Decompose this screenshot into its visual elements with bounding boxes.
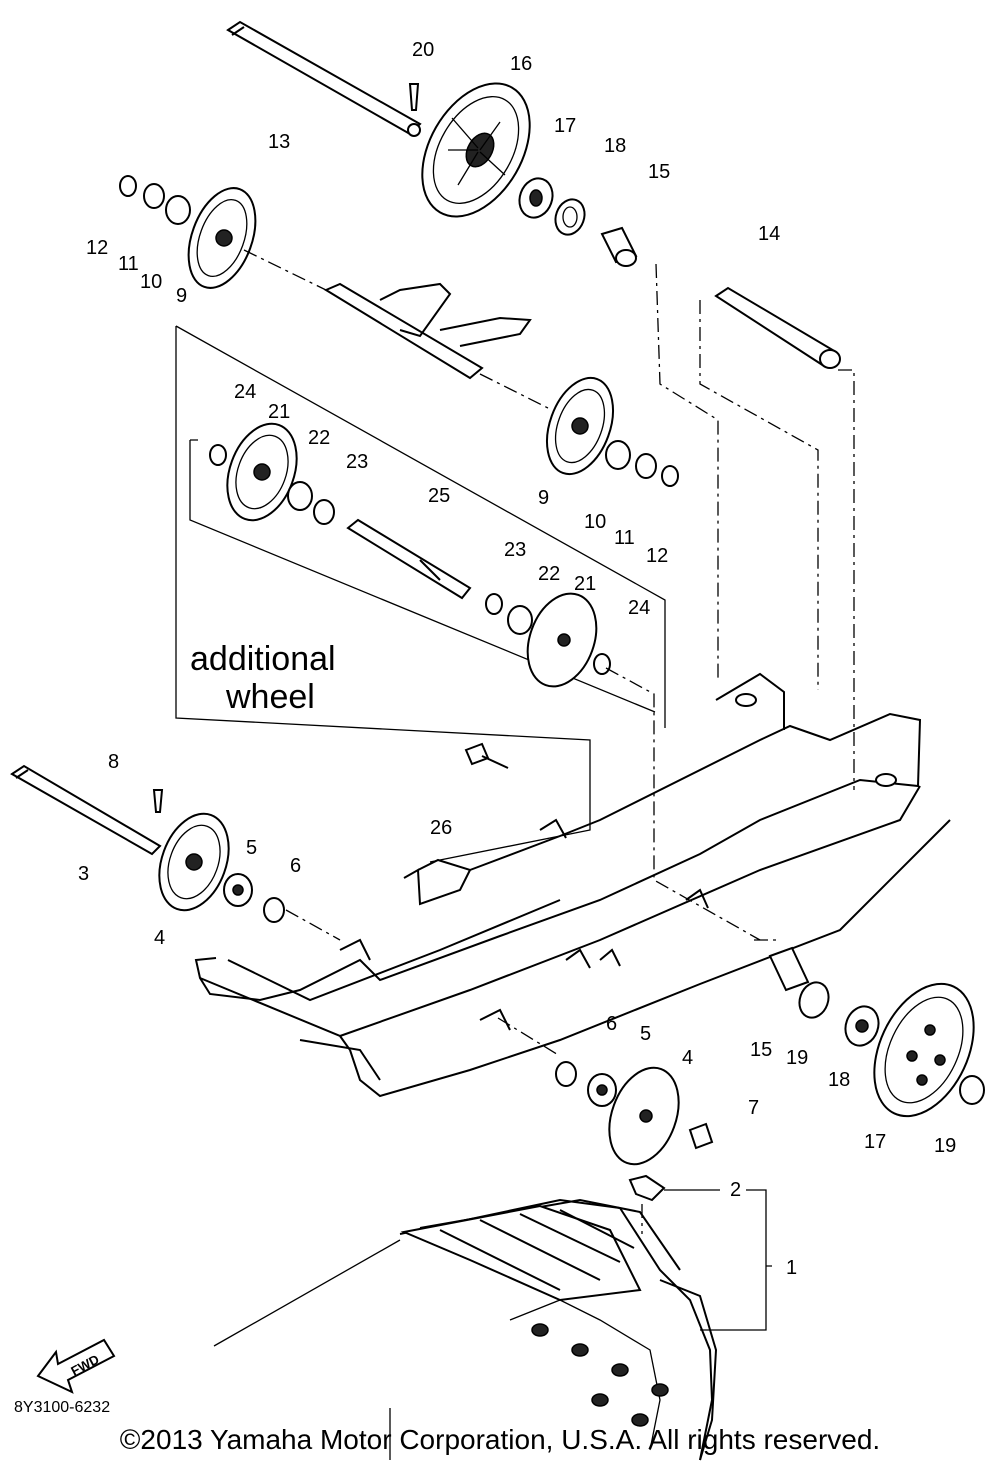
callout-4-left: 4 [154,927,165,949]
callout-23-right: 23 [504,539,526,561]
wheel-group-lower-left [158,812,285,923]
wheel-group-lower-right [555,1061,714,1166]
idler-wheel-large-top [421,82,531,218]
callout-21-right: 21 [574,573,596,595]
callout-22-left: 22 [308,427,330,449]
callout-16-top: 16 [510,53,532,75]
callout-1: 1 [786,1257,797,1279]
additional-wheel-right [485,592,611,688]
callout-10-right: 10 [584,511,606,533]
callout-11-right: 11 [614,527,635,549]
callout-13: 13 [268,131,290,153]
callout-18-top: 18 [604,135,626,157]
additional-wheel-boundary [175,325,666,863]
callout-2: 2 [730,1179,741,1201]
callout-20: 20 [412,39,434,61]
wheel-group-middle-right [546,376,679,487]
swing-arm [323,282,532,380]
callout-24-right: 24 [628,597,650,619]
callout-25: 25 [428,485,450,507]
callout-18-bottom: 19 [786,1047,808,1069]
copyright-notice: ©2013 Yamaha Motor Corporation, U.S.A. A… [119,1424,881,1455]
callout-15-top: 15 [648,161,670,183]
callout-labels: 20 16 13 17 18 15 14 12 11 10 9 24 21 22… [78,39,956,1279]
front-axle-shaft [10,764,162,856]
circlip-top [554,198,586,236]
additional-wheel-left [209,422,335,525]
wheel-group-upper-left [119,175,257,289]
callout-23-left: 23 [346,451,368,473]
collar-top [600,226,638,267]
callout-17-bottom: 18 [828,1069,850,1091]
callout-26: 26 [430,817,452,839]
callout-4-right: 4 [682,1047,693,1069]
callout-3: 3 [78,863,89,885]
callout-19: 19 [934,1135,956,1157]
forward-arrow-icon: FWD [36,1338,116,1394]
callout-22-right: 22 [538,563,560,585]
bolt [464,742,509,769]
diagram-code: 8Y3100-6232 [14,1399,110,1416]
track-belt [213,1198,718,1461]
rear-axle-shaft [226,20,422,137]
additional-wheel-line2: wheel [225,678,315,716]
additional-wheel-line1: additional [190,640,336,678]
callout-15-bottom: 15 [750,1039,772,1061]
additional-wheel-axle [346,518,472,600]
callout-11-left: 11 [118,253,139,275]
callout-6-left: 6 [290,855,301,877]
idler-wheel-large-bottom [768,946,985,1118]
track-clip [628,1174,666,1202]
callout-5-left: 5 [246,837,257,859]
bearing-top [518,177,554,219]
slide-rail-frame [194,672,951,1098]
callout-9-left: 9 [176,285,187,307]
callout-7: 7 [748,1097,759,1119]
callout-21-left: 21 [268,401,290,423]
callout-12-left: 12 [86,237,108,259]
callout-12-right: 12 [646,545,668,567]
callout-8: 8 [108,751,119,773]
callout-10-left: 10 [140,271,162,293]
callout-6-right: 6 [606,1013,617,1035]
callout-24-left: 24 [234,381,256,403]
callout-5-right: 5 [640,1023,651,1045]
callout-16-bottom: 17 [864,1131,886,1153]
callout-9-right: 9 [538,487,549,509]
cotter-pin-lower [152,789,164,813]
spacer-tube [714,286,841,369]
cotter-pin [408,83,420,111]
callout-17-top: 17 [554,115,576,137]
callout-14: 14 [758,223,780,245]
